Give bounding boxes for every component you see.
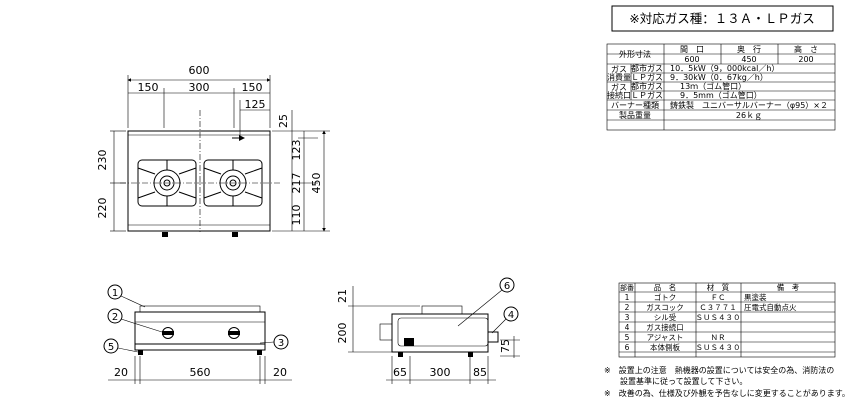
gas-cat-label-2: 消費量 — [607, 72, 631, 82]
parts-row-name: シル受 — [654, 312, 677, 322]
dim-overall-depth: 450 — [310, 173, 323, 194]
parts-header-material: 材 質 — [707, 282, 730, 292]
connection-value: 9．5mm（ゴム管口） — [680, 90, 762, 100]
weight-value: 26ｋｇ — [736, 110, 762, 120]
dim-width: 600 — [684, 55, 699, 64]
connection-value: 13ｍ（ゴム管口） — [680, 81, 746, 91]
parts-table: 部番 品 名 材 質 備 考 1 ゴトク ＦＣ 黒塗装 2 ガスコック Ｃ３７７… — [618, 282, 836, 358]
dim-depth-top: 230 — [96, 150, 109, 171]
dim-center-span: 300 — [189, 81, 210, 94]
col-header-width: 間 口 — [680, 45, 704, 54]
dim-side-height: 200 — [336, 323, 349, 344]
parts-header-note: 備 考 — [777, 282, 800, 292]
parts-row-name: ゴトク — [654, 292, 677, 302]
connection-type: 都市ガス — [631, 81, 663, 91]
gas-type-box: ※対応ガス種：１３Ａ・ＬＰガス — [611, 5, 834, 32]
dim-right-mid: 123 — [290, 140, 303, 161]
parts-row-name: ガスコック — [646, 302, 684, 312]
top-view: 600 150 300 150 125 230 220 25 123 217 1… — [96, 64, 330, 237]
parts-row-material: ＳＵＳ４３０ — [696, 313, 741, 322]
side-view: 6 4 21 200 75 65 300 85 — [336, 277, 520, 384]
callout-label: 3 — [278, 338, 284, 349]
gas-type-title: ※対応ガス種：１３Ａ・ＬＰガス — [629, 11, 814, 26]
connection-type: ＬＰガス — [631, 90, 663, 100]
parts-row-no: 3 — [625, 313, 630, 322]
callout-1 — [107, 284, 123, 300]
spec-table: 外形寸法 間 口 奥 行 高 さ 600 450 200 ガス 消費量 都市ガス… — [606, 43, 836, 131]
parts-row-name: アジャスト — [647, 333, 684, 342]
callout-6 — [499, 277, 515, 293]
front-view: 1 2 5 3 20 560 20 — [103, 284, 292, 384]
note-line: ※ 改善の為、仕様及び外観を予告なしに変更することがあります。 — [604, 388, 847, 398]
parts-row-material: ＦＣ — [711, 293, 726, 302]
dim-side-end: 85 — [473, 366, 487, 379]
outer-dim-label: 外形寸法 — [619, 49, 651, 59]
conn-cat-label-2: 接続口 — [607, 90, 631, 100]
dim-conn-offset: 125 — [245, 98, 266, 111]
grate-right — [203, 159, 263, 207]
dim-side-mid: 300 — [430, 366, 451, 379]
dim-right-217: 217 — [290, 173, 303, 194]
dim-side-left: 65 — [393, 366, 407, 379]
callout-label: 4 — [508, 310, 514, 321]
dim-side-top: 21 — [336, 289, 349, 303]
notes: ※ 設置上の注意 熱機器の設置については安全の為、消防法の 設置基準に従って設置… — [604, 365, 847, 398]
consumption-value: 10．5kW（9，000kcal／h） — [670, 64, 779, 73]
parts-header-no: 部番 — [620, 283, 634, 292]
conn-cat-label: ガス — [611, 82, 627, 92]
dim-right-110: 110 — [290, 205, 303, 226]
gas-cat-label: ガス — [611, 64, 627, 74]
dim-height: 200 — [798, 55, 813, 64]
grate-left — [137, 159, 197, 207]
dim-right-top: 25 — [277, 114, 290, 128]
parts-row-note: 圧電式自動点火 — [744, 302, 797, 312]
dim-front-right: 20 — [273, 366, 287, 379]
col-header-depth: 奥 行 — [737, 44, 761, 54]
parts-row-no: 2 — [625, 303, 630, 312]
parts-row-name: 本体側板 — [650, 342, 680, 352]
dim-left-offset: 150 — [138, 81, 159, 94]
callout-2 — [107, 308, 123, 324]
callout-4 — [503, 306, 519, 322]
callout-5 — [103, 338, 119, 354]
parts-row-material: Ｃ３７７１ — [699, 303, 737, 312]
consumption-type: ＬＰガス — [631, 72, 663, 82]
parts-row-no: 4 — [625, 323, 630, 332]
parts-row-material: ＮＲ — [711, 333, 726, 342]
callout-label: 5 — [108, 342, 114, 353]
callout-label: 2 — [112, 312, 118, 323]
dim-depth-bottom: 220 — [96, 198, 109, 219]
callout-label: 1 — [112, 288, 118, 299]
burner-label: バーナー種類 — [611, 100, 659, 110]
weight-label: 製品重量 — [619, 110, 651, 120]
parts-row-name: ガス接続口 — [646, 322, 684, 332]
col-header-height: 高 さ — [794, 44, 818, 54]
dim-front-mid: 560 — [190, 366, 211, 379]
parts-header-name: 品 名 — [654, 282, 677, 292]
parts-row-no: 5 — [625, 333, 630, 342]
dim-overall-width: 600 — [189, 64, 210, 77]
dim-depth: 450 — [741, 55, 756, 64]
dim-front-left: 20 — [114, 366, 128, 379]
consumption-type: 都市ガス — [631, 63, 663, 73]
parts-row-material: ＳＵＳ４３０ — [696, 343, 741, 352]
dim-right-offset: 150 — [242, 81, 263, 94]
note-line: ※ 設置上の注意 熱機器の設置については安全の為、消防法の — [604, 365, 834, 375]
parts-row-note: 黒塗装 — [744, 292, 767, 302]
note-line: 設置基準に従って設置して下さい。 — [604, 376, 747, 386]
callout-label: 6 — [504, 281, 510, 292]
consumption-value: 9．30kW（0．67kg／h） — [670, 73, 768, 82]
burner-value: 鋳鉄製 ユニバーサルバーナー（φ95）×２ — [670, 100, 828, 110]
parts-row-no: 1 — [625, 293, 630, 302]
dim-side-right: 75 — [499, 339, 512, 353]
parts-row-no: 6 — [625, 343, 630, 352]
